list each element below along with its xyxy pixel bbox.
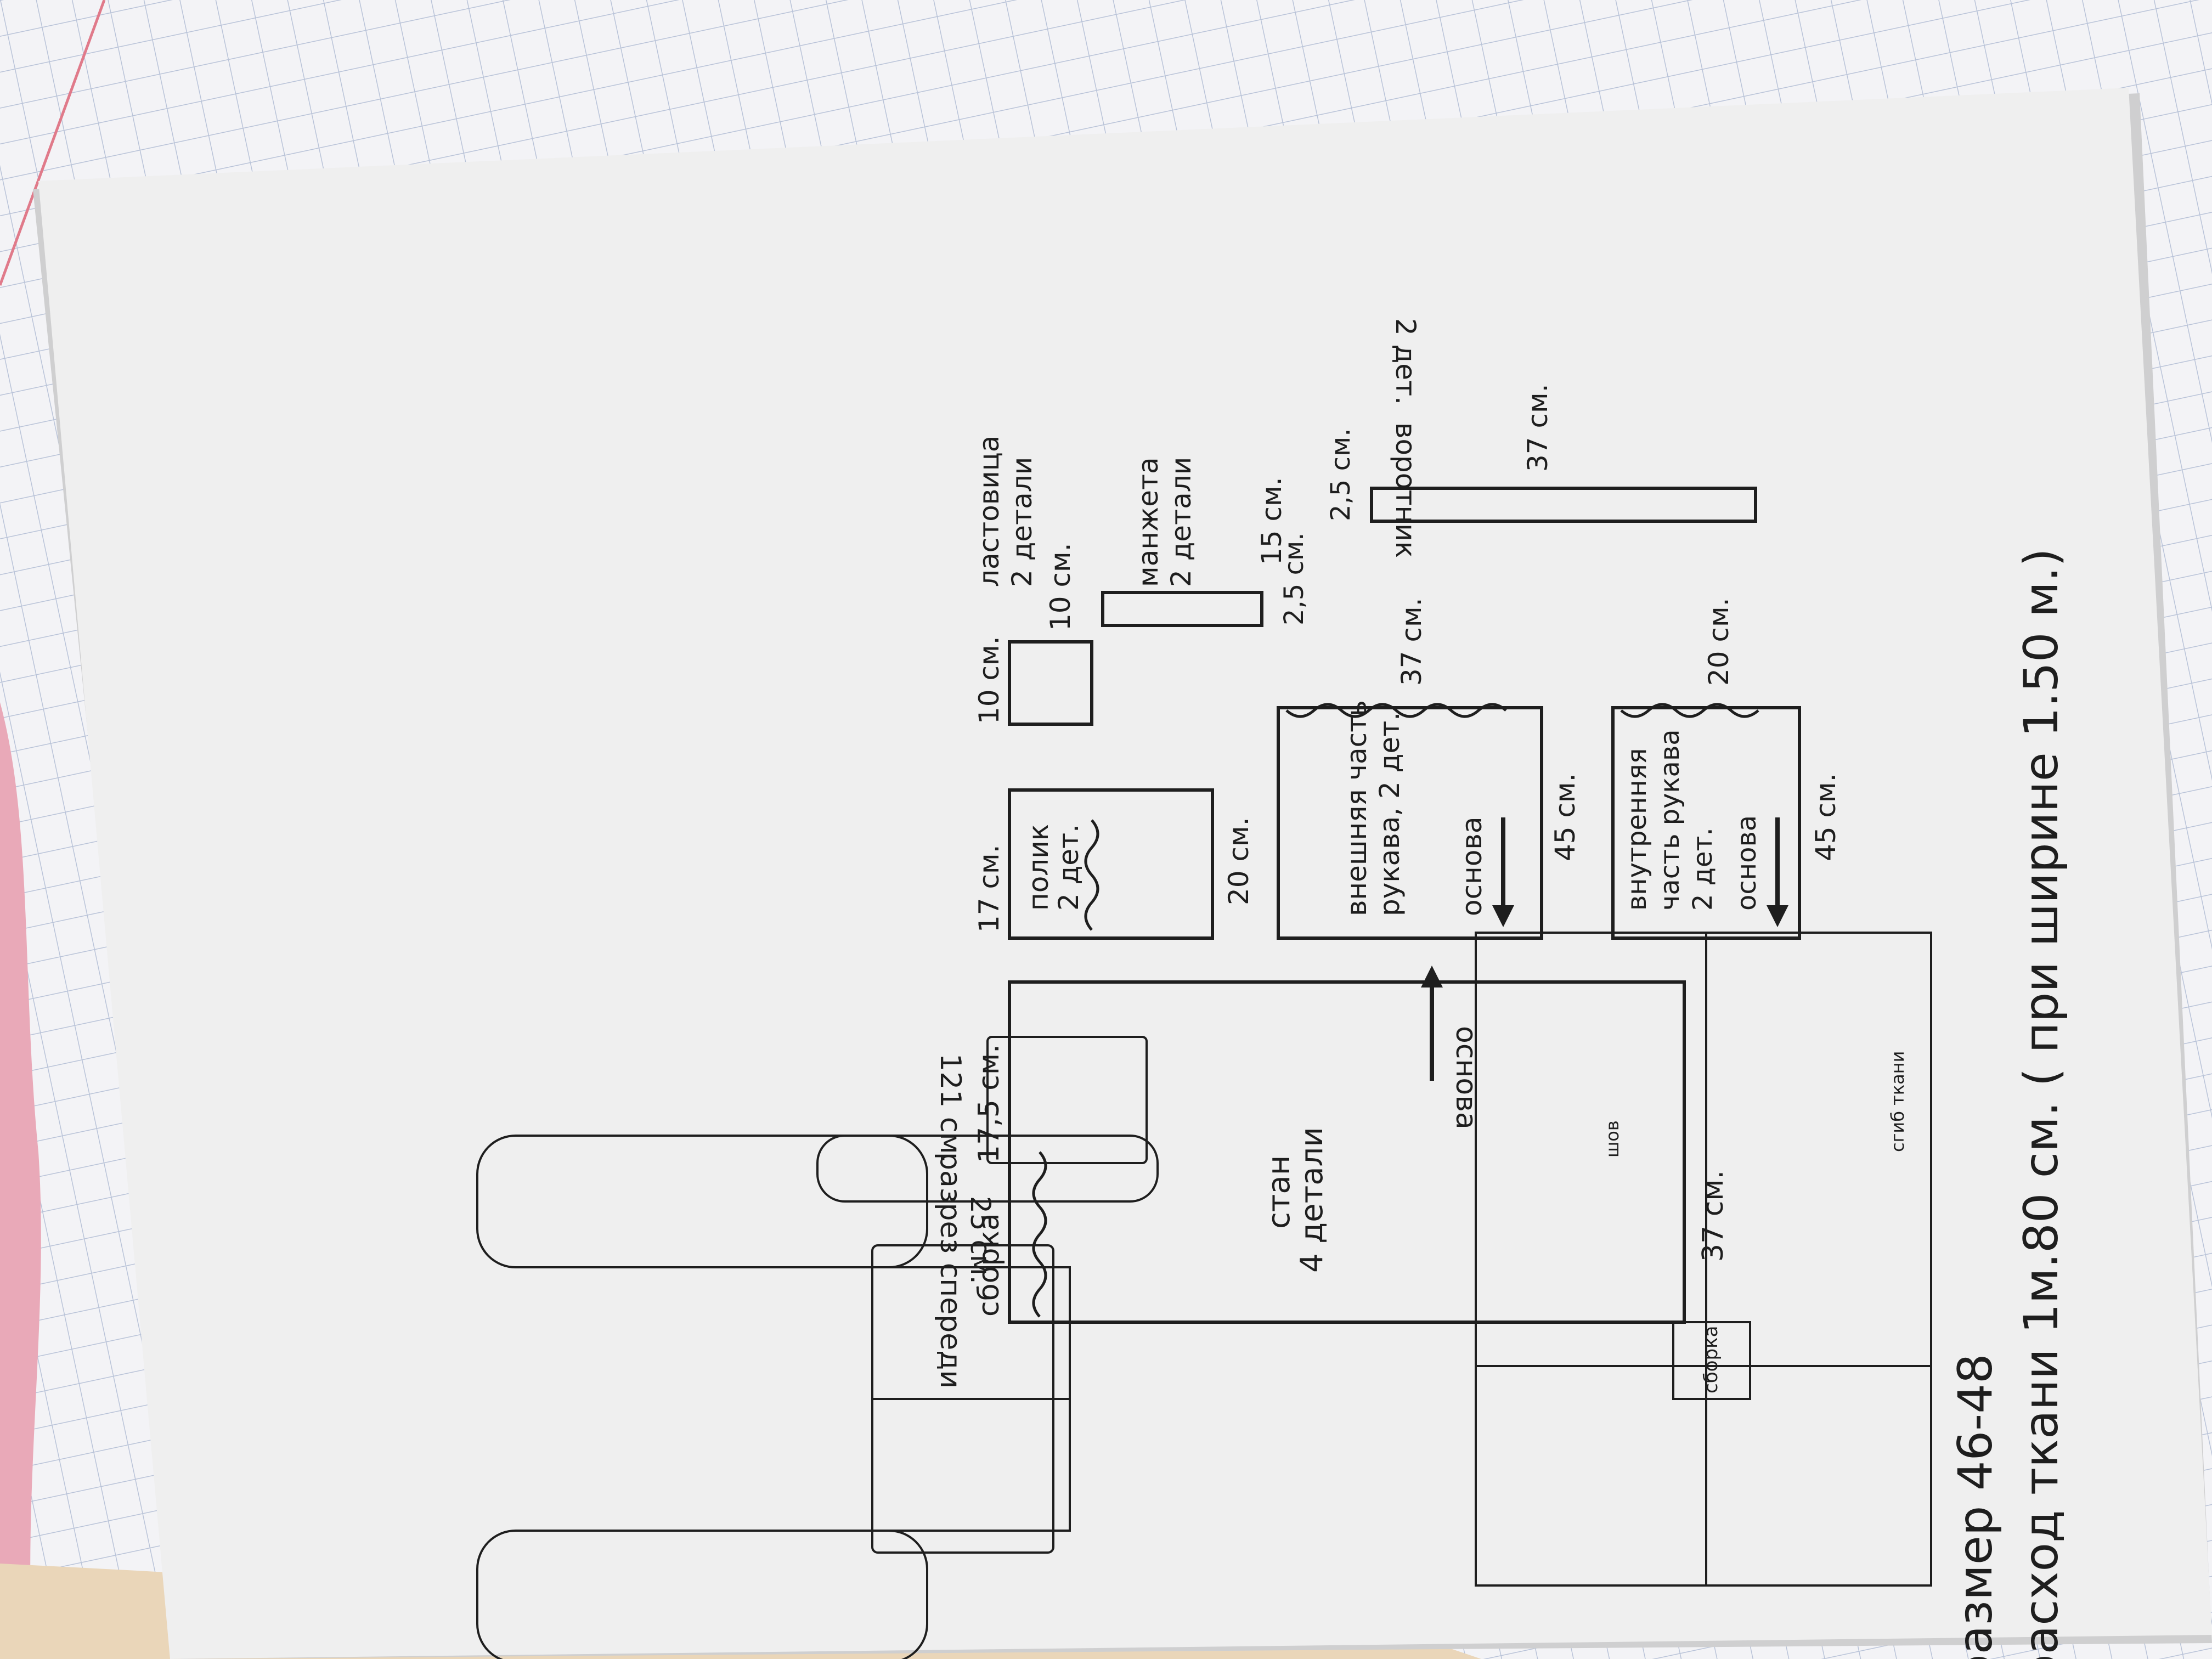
stan-outline: [1008, 980, 1686, 1324]
size-label: размер 46-48: [1948, 1353, 2003, 1659]
outer-sleeve-arrowhead: [1492, 905, 1514, 927]
notebook-margin-line: [0, 0, 106, 286]
stan-grain-arrowhead: [1421, 966, 1443, 988]
lastovitsa-outline: [1008, 640, 1093, 726]
lastovitsa-dim-10a: 10 см.: [973, 636, 1005, 724]
outer-sleeve-piece: внешняя часть рукава, 2 дет. основа 45 с…: [1277, 597, 1581, 940]
outer-sleeve-outline: [1277, 706, 1543, 940]
sketch-left-sleeve: [476, 1530, 928, 1659]
stan-dim-17-5: 17,5 см.: [973, 1044, 1006, 1163]
lastovitsa-name: ластовица: [973, 436, 1005, 587]
assembly-center-square: [1672, 1321, 1751, 1400]
sketch-small-body: [986, 1036, 1148, 1164]
polik-gather-wave: [1084, 819, 1099, 931]
cuff-outline: [1101, 591, 1263, 627]
stan-grain-label: основа: [1449, 1026, 1482, 1130]
polik-name: полик: [1023, 824, 1054, 911]
inner-sleeve-line1: внутренняя: [1622, 748, 1652, 911]
outer-sleeve-dim-45: 45 см.: [1549, 773, 1581, 861]
cuff-piece: манжета 2 детали 15 см. 2,5 см.: [1101, 457, 1310, 627]
polik-dim-20: 20 см.: [1223, 817, 1255, 905]
assembly-fold-label: сгиб ткани: [1887, 1051, 1908, 1152]
collar-count: 2 дет.: [1390, 318, 1421, 405]
stan-name: стан: [1261, 1155, 1297, 1229]
collar-dim-37: 37 см.: [1522, 383, 1554, 472]
collar-outline: [1370, 487, 1757, 523]
inner-sleeve-gather-wave: [1620, 703, 1759, 718]
collar-dim-2-5: 2,5 см.: [1325, 428, 1356, 521]
stan-piece: сборка 17,5 см. 37 см. стан 4 детали раз…: [934, 966, 1730, 1389]
cuff-count: 2 детали: [1165, 457, 1197, 587]
stan-dim-121: 121 см.: [934, 1053, 967, 1163]
assembly-gather-label: сборка: [1700, 1326, 1722, 1393]
inner-sleeve-dim-20: 20 см.: [1703, 597, 1735, 686]
stan-dim-25: 25 см.: [964, 1196, 996, 1284]
cuff-dim-2-5: 2,5 см.: [1279, 533, 1310, 625]
sheet-paper: [38, 88, 2212, 1659]
sketch-small-sleeves: [816, 1135, 1159, 1203]
lastovitsa-dim-10b: 10 см.: [1045, 543, 1076, 631]
outer-sleeve-line1: внешняя часть: [1341, 700, 1373, 916]
stan-gather-label: сборка: [973, 1213, 1006, 1317]
cuff-name: манжета: [1132, 457, 1164, 587]
inner-sleeve-line2: часть рукава: [1655, 729, 1685, 911]
collar-piece: 2,5 см. 37 см. воротник 2 дет.: [1325, 318, 1757, 558]
assembly-diagram: сборка шов сгиб ткани: [1475, 932, 1932, 1587]
assembly-outline: [1475, 932, 1932, 1587]
inner-sleeve-arrowhead: [1767, 905, 1788, 927]
outer-sleeve-line2: рукава, 2 дет.: [1374, 712, 1406, 916]
inner-sleeve-dim-45: 45 см.: [1810, 773, 1842, 861]
inner-sleeve-piece: внутренняя часть рукава 2 дет. основа 45…: [1611, 597, 1842, 940]
outer-sleeve-dim-37: 37 см.: [1396, 597, 1427, 686]
inner-sleeve-line3: 2 дет.: [1688, 827, 1718, 911]
inner-sleeve-grain: основа: [1731, 815, 1762, 911]
polik-dim-17: 17 см.: [973, 844, 1005, 933]
polik-outline: [1008, 788, 1214, 940]
diagram-content: размер 46-48 расход ткани 1м.80 см. ( пр…: [476, 318, 2069, 1659]
stan-front-slit: разрез спереди: [934, 1152, 967, 1389]
stan-count: 4 детали: [1294, 1127, 1330, 1273]
stan-dim-37: 37 см.: [1697, 1170, 1730, 1262]
cuff-dim-15: 15 см.: [1256, 477, 1288, 565]
fabric-usage-label: расход ткани 1м.80 см. ( при ширине 1.50…: [2014, 548, 2069, 1659]
polik-piece: полик 2 дет. 17 см. 20 см.: [973, 788, 1255, 940]
outer-sleeve-gather-wave: [1285, 703, 1507, 718]
stan-gather-wave: [1032, 1151, 1047, 1318]
assembly-seam-label: шов: [1602, 1120, 1623, 1158]
fabric-edge-left: [0, 702, 41, 1659]
collar-name: воротник: [1390, 422, 1421, 558]
outer-sleeve-grain: основа: [1456, 817, 1488, 916]
garment-sketch: [476, 1036, 1159, 1659]
lastovitsa-piece: 10 см. 10 см. ластовица 2 детали: [973, 436, 1093, 726]
polik-count: 2 дет.: [1053, 824, 1085, 911]
lastovitsa-count: 2 детали: [1006, 457, 1038, 587]
